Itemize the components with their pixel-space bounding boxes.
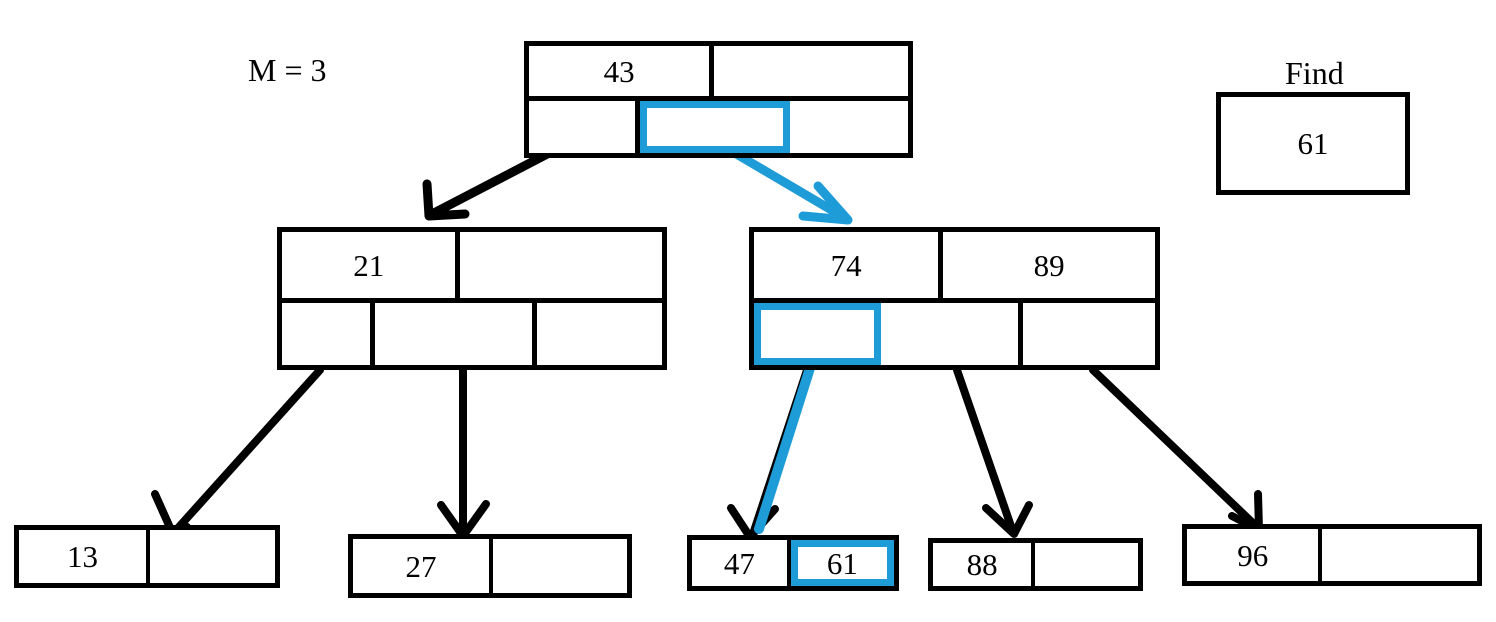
internal-left-pointer-row [277, 298, 667, 370]
root-key-row: 43 [524, 41, 913, 96]
leaf-88-cell-0: 88 [933, 543, 1036, 586]
arrow-left-internal-to-leaf-27 [437, 366, 490, 540]
internal-right-pointer-2[interactable] [1023, 303, 1156, 365]
leaf-47-61-cell-0: 47 [692, 540, 791, 586]
arrow-left-internal-to-leaf-13 [146, 366, 324, 536]
leaf-47-61-cell-1-found: 61 [790, 540, 894, 586]
leaf-27-row: 27 [348, 534, 632, 598]
internal-left-pointer-0[interactable] [282, 303, 375, 365]
leaf-13-cell-0: 13 [19, 530, 150, 583]
internal-left-pointer-2[interactable] [537, 303, 662, 365]
root-key-0: 43 [529, 46, 715, 96]
leaf-47-61-row: 47 61 [687, 535, 899, 591]
internal-right-key-1: 89 [943, 232, 1155, 298]
btree-node-internal-left[interactable]: 21 [277, 227, 667, 370]
find-label: Find [1285, 55, 1344, 91]
internal-left-key-1 [460, 232, 662, 298]
btree-leaf-96[interactable]: 96 [1182, 524, 1482, 586]
arrow-right-internal-to-leaf-47-61 [754, 363, 815, 534]
root-pointer-1-selected[interactable] [640, 101, 790, 153]
root-pointer-2[interactable] [790, 101, 908, 153]
internal-right-key-row: 74 89 [749, 227, 1160, 298]
btree-leaf-47-61[interactable]: 47 61 [687, 535, 899, 591]
leaf-88-cell-1 [1035, 543, 1138, 586]
internal-left-key-row: 21 [277, 227, 667, 298]
arrow-right-internal-to-leaf-88 [953, 366, 1033, 538]
root-key-1 [714, 46, 908, 96]
order-label: M = 3 [248, 52, 327, 88]
leaf-96-cell-0: 96 [1187, 529, 1323, 581]
arrow-root-to-right-internal [728, 147, 853, 225]
internal-right-pointer-1[interactable] [881, 303, 1024, 365]
leaf-96-cell-1 [1322, 529, 1477, 581]
leaf-27-cell-1 [492, 539, 627, 593]
btree-leaf-13[interactable]: 13 [14, 525, 280, 588]
arrow-right-internal-to-leaf-47-61-base [727, 367, 809, 541]
leaf-96-row: 96 [1182, 524, 1482, 586]
btree-leaf-27[interactable]: 27 [348, 534, 632, 598]
internal-right-pointer-0-selected[interactable] [754, 303, 882, 365]
arrow-right-internal-to-leaf-96 [1089, 366, 1263, 534]
leaf-13-row: 13 [14, 525, 280, 588]
internal-left-key-0: 21 [282, 232, 461, 298]
leaf-13-cell-1 [149, 530, 275, 583]
btree-node-internal-right[interactable]: 74 89 [749, 227, 1160, 370]
internal-right-pointer-row [749, 298, 1160, 370]
leaf-88-row: 88 [928, 538, 1143, 591]
btree-node-root[interactable]: 43 [524, 41, 913, 158]
root-pointer-row [524, 96, 913, 158]
leaf-27-cell-0: 27 [353, 539, 493, 593]
internal-right-key-0: 74 [754, 232, 944, 298]
root-pointer-0[interactable] [529, 101, 640, 153]
btree-leaf-88[interactable]: 88 [928, 538, 1143, 591]
find-value-box: 61 [1216, 92, 1410, 195]
internal-left-pointer-1[interactable] [374, 303, 538, 365]
